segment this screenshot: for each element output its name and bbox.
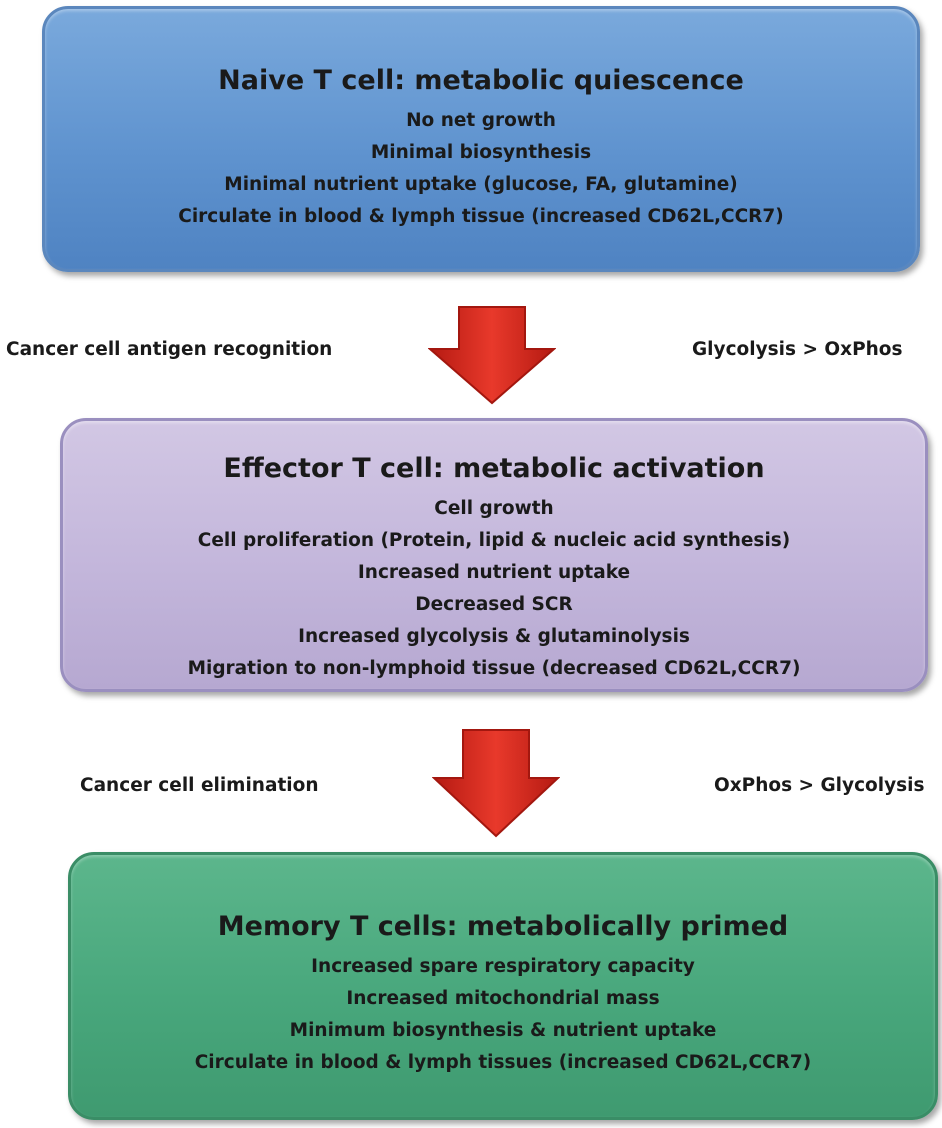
memory-line: Minimum biosynthesis & nutrient uptake [289, 1020, 717, 1041]
effector-t-cell-box: Effector T cell: metabolic activation Ce… [60, 418, 928, 692]
cancer-elimination-label: Cancer cell elimination [80, 775, 319, 796]
effector-line: Migration to non-lymphoid tissue (decrea… [187, 658, 801, 679]
effector-line: Decreased SCR [415, 594, 573, 615]
naive-line: Minimal biosynthesis [370, 142, 592, 163]
effector-line: Cell proliferation (Protein, lipid & nuc… [197, 530, 791, 551]
effector-line: Increased nutrient uptake [357, 562, 631, 583]
effector-t-cell-title: Effector T cell: metabolic activation [223, 453, 765, 484]
down-arrow-icon [432, 729, 560, 838]
naive-line: Minimal nutrient uptake (glucose, FA, gl… [224, 174, 738, 195]
memory-t-cell-box: Memory T cells: metabolically primed Inc… [68, 852, 938, 1120]
memory-line: Circulate in blood & lymph tissues (incr… [194, 1052, 812, 1073]
memory-t-cell-title: Memory T cells: metabolically primed [217, 911, 789, 942]
down-arrow-icon [428, 306, 556, 405]
memory-line: Increased mitochondrial mass [346, 988, 660, 1009]
effector-line: Cell growth [434, 498, 554, 519]
effector-line: Increased glycolysis & glutaminolysis [298, 626, 690, 647]
antigen-recognition-label: Cancer cell antigen recognition [6, 339, 333, 360]
memory-line: Increased spare respiratory capacity [311, 956, 695, 977]
oxphos-over-glycolysis-label: OxPhos > Glycolysis [714, 775, 925, 796]
naive-line: Circulate in blood & lymph tissue (incre… [178, 206, 784, 227]
naive-t-cell-box: Naive T cell: metabolic quiescence No ne… [42, 6, 920, 272]
naive-t-cell-title: Naive T cell: metabolic quiescence [218, 65, 744, 96]
naive-line: No net growth [406, 110, 556, 131]
glycolysis-over-oxphos-label: Glycolysis > OxPhos [692, 339, 903, 360]
